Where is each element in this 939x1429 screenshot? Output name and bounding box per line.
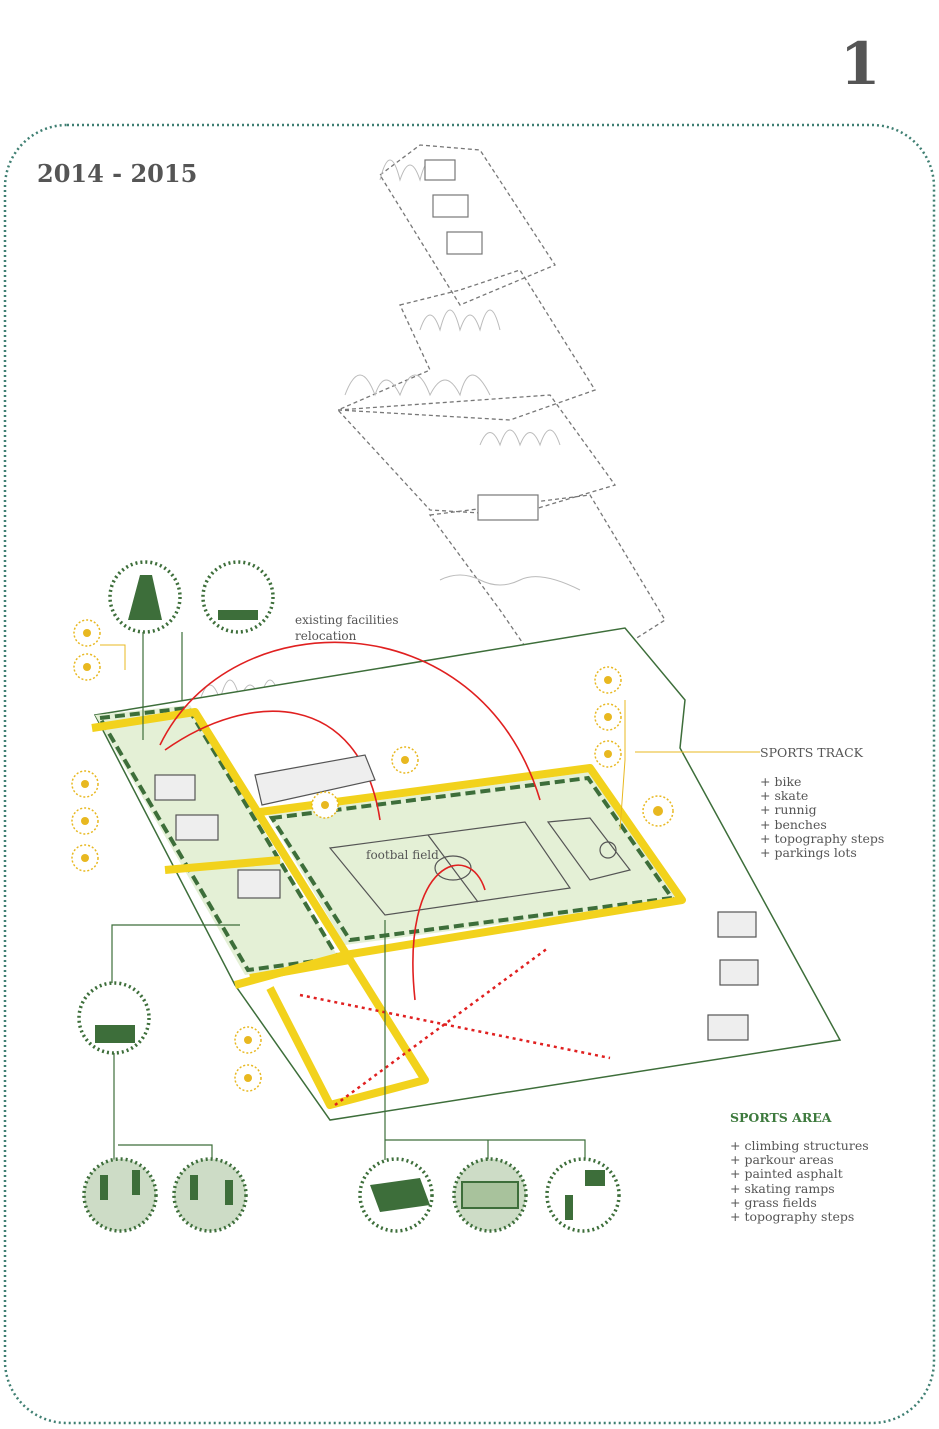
- pitch-lines: [328, 817, 632, 916]
- legend-item: + painted asphalt: [730, 1166, 843, 1181]
- icon-figures: [95, 575, 605, 1220]
- connector-lines: [111, 632, 586, 1160]
- activity-icons: [77, 560, 621, 1233]
- sports-track-title: SPORTS TRACK: [760, 745, 864, 760]
- legend-item: + bike: [760, 774, 801, 789]
- hockey-icon: [172, 1157, 248, 1233]
- page-number: 1: [840, 30, 880, 98]
- legend-item: + parkour areas: [730, 1152, 834, 1167]
- relocation-label-line2: relocation: [295, 629, 357, 643]
- cones-icon: [82, 1157, 158, 1233]
- legend-item: + topography steps: [760, 831, 884, 846]
- legend-item: + grass fields: [730, 1195, 817, 1210]
- football-field-label: footbal field: [366, 848, 439, 862]
- legend-item: + benches: [760, 817, 827, 832]
- period-title: 2014 - 2015: [37, 159, 197, 188]
- legend-item: + climbing structures: [730, 1138, 869, 1153]
- legend-item: + skate: [760, 788, 808, 803]
- yellow-connectors: [100, 644, 760, 831]
- buildings: [154, 754, 759, 1041]
- track-icon-glyphs: [81, 629, 663, 1082]
- legend-item: + topography steps: [730, 1209, 854, 1224]
- houses-top: [424, 159, 539, 521]
- sports-area-title: SPORTS AREA: [730, 1110, 832, 1125]
- parkour-icon: [201, 560, 275, 634]
- legend-item: + parkings lots: [760, 845, 857, 860]
- legend-item: + runnig: [760, 802, 817, 817]
- sports-area-legend: SPORTS AREA + climbing structures + park…: [730, 1110, 869, 1224]
- dotted-frame: [3, 123, 936, 1425]
- sports-track-legend: SPORTS TRACK + bike + skate + runnig + b…: [760, 745, 884, 860]
- relocation-label-line1: existing facilities: [295, 613, 399, 627]
- football-field-area: [268, 772, 680, 945]
- legend-item: + skating ramps: [730, 1181, 835, 1196]
- basketball-icon: [545, 1157, 621, 1233]
